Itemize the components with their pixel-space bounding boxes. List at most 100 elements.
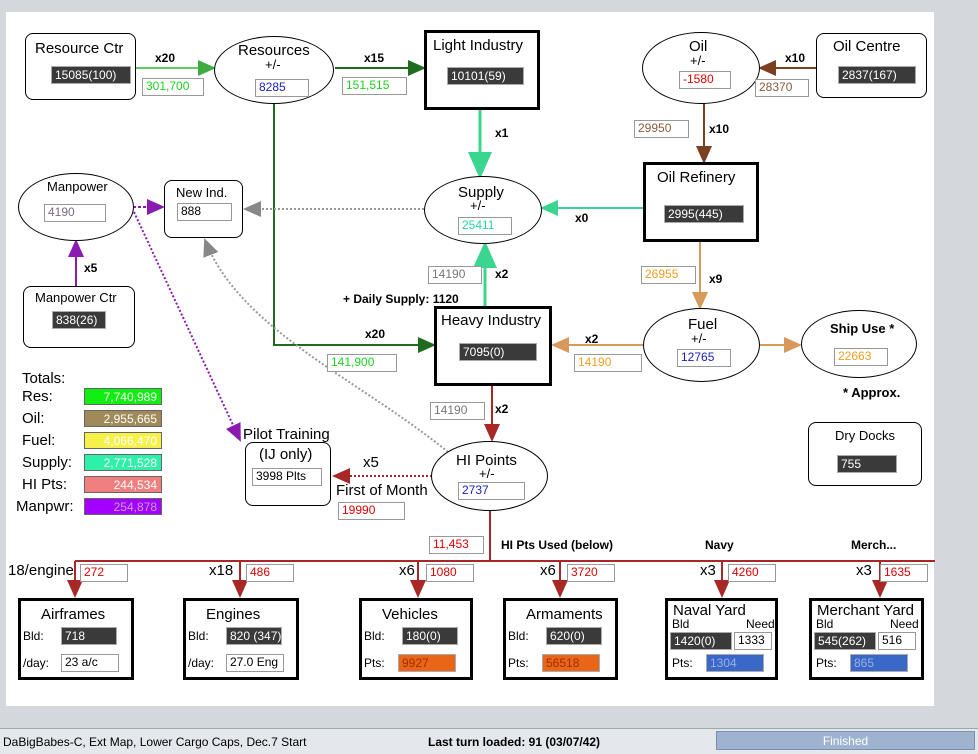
production-row2-value: 9927 — [398, 654, 456, 672]
production-row1-value: 718 — [61, 627, 117, 645]
oil-refinery-node[interactable]: Oil Refinery 2995(445) — [643, 162, 759, 242]
hi-points-value: 2737 — [458, 482, 525, 500]
oil-centre-node[interactable]: Oil Centre 2837(167) — [816, 33, 927, 98]
flow-value-res-hi: 141,900 — [327, 354, 397, 372]
totals-value: 244,534 — [84, 476, 162, 493]
hi-points-node[interactable]: HI Points +/- 2737 — [431, 441, 548, 511]
light-industry-value: 10101(59) — [447, 67, 524, 85]
new-ind-value: 888 — [177, 203, 232, 221]
production-row2-label: Pts: — [672, 656, 693, 670]
manpower-ctr-node[interactable]: Manpower Ctr 838(26) — [23, 286, 135, 348]
manpower-ctr-value: 838(26) — [52, 311, 106, 329]
production-title: Engines — [206, 606, 261, 623]
production-multiplier: x3 — [856, 562, 872, 579]
production-row2-label: Pts: — [816, 656, 837, 670]
flow-label-x9: x9 — [709, 272, 723, 286]
ship-use-node[interactable]: Ship Use * 22663 — [801, 310, 917, 378]
flow-value-pilot: 19990 — [338, 502, 405, 520]
merch-label: Merch... — [851, 538, 897, 552]
production-need-value: 1333 — [734, 632, 772, 650]
pilot-training-node[interactable]: (IJ only) 3998 Plts — [245, 442, 331, 506]
pilot-training-title: Pilot Training — [243, 426, 330, 443]
production-multiplier: x3 — [700, 562, 716, 579]
flow-value-hi-hip: 14190 — [430, 402, 485, 420]
production-title: Naval Yard — [673, 602, 746, 619]
daily-supply-label: + Daily Supply: 1120 — [343, 292, 459, 306]
fuel-value: 12765 — [677, 349, 731, 367]
oil-refinery-title: Oil Refinery — [657, 169, 736, 186]
production-row1-value: 820 (347) — [226, 627, 282, 645]
production-need-header: Need — [890, 617, 919, 631]
flow-value-res-li: 151,515 — [342, 77, 407, 95]
supply-node[interactable]: Supply +/- 25411 — [424, 176, 542, 244]
production-multiplier: x6 — [540, 562, 556, 579]
oil-node[interactable]: Oil +/- -1580 — [642, 32, 760, 104]
production-multiplier: x18 — [209, 562, 234, 579]
scenario-label: DaBigBabes-C, Ext Map, Lower Cargo Caps,… — [3, 735, 307, 749]
production-title: Armaments — [526, 606, 603, 623]
first-of-month-label: First of Month — [336, 482, 428, 499]
fuel-node[interactable]: Fuel +/- 12765 — [643, 308, 760, 382]
flow-value-oil-ref: 29950 — [634, 120, 689, 138]
progress-bar: Finished — [716, 731, 975, 750]
resource-ctr-value: 15085(100) — [51, 66, 131, 84]
flow-label-x0: x0 — [575, 211, 589, 225]
totals-heading: Totals: — [22, 370, 66, 387]
hi-used-total: 11,453 — [429, 536, 484, 554]
production-title: Merchant Yard — [817, 602, 914, 619]
production-row2-value: 865 — [850, 654, 908, 672]
production-multiplier: x6 — [399, 562, 415, 579]
flow-label-x20-heavy: x20 — [365, 327, 386, 341]
oil-centre-value: 2837(167) — [838, 66, 916, 84]
manpower-title: Manpower — [47, 179, 108, 194]
production-row1-label: Bld: — [188, 629, 209, 643]
totals-label: Manpwr: — [16, 498, 74, 515]
supply-value: 25411 — [458, 217, 512, 235]
production-row2-value: 56518 — [542, 654, 600, 672]
oil-value: -1580 — [679, 71, 731, 89]
light-industry-title: Light Industry — [433, 37, 524, 54]
flow-label-x5-man: x5 — [84, 261, 98, 275]
resources-value: 8285 — [255, 79, 309, 97]
manpower-node[interactable]: Manpower 4190 — [18, 173, 134, 241]
totals-value: 4,066,470 — [84, 432, 162, 449]
dry-docks-value: 755 — [837, 455, 897, 473]
flow-value-oilc: 28370 — [755, 79, 809, 97]
totals-label: Res: — [22, 388, 53, 405]
fuel-sub: +/- — [691, 331, 707, 346]
production-need-header: Need — [746, 617, 775, 631]
totals-label: Fuel: — [22, 432, 56, 449]
ship-use-title: Ship Use * — [830, 321, 895, 336]
manpower-value: 4190 — [44, 204, 106, 222]
flow-value-fuel-ref: 26955 — [641, 266, 696, 284]
light-industry-node[interactable]: Light Industry 10101(59) — [424, 30, 540, 110]
resource-ctr-node[interactable]: Resource Ctr 15085(100) — [25, 33, 136, 100]
production-row1-value: 620(0) — [546, 627, 602, 645]
production-row2-label: /day: — [23, 656, 50, 670]
production-row1-value: 180(0) — [402, 627, 458, 645]
production-row1-label: Bld: — [508, 629, 529, 643]
production-row1-label: Bld: — [23, 629, 44, 643]
new-ind-node[interactable]: New Ind. 888 — [164, 180, 243, 238]
production-bld-header: Bld — [672, 617, 690, 631]
oil-sub: +/- — [690, 53, 706, 68]
heavy-industry-node[interactable]: Heavy Industry 7095(0) — [434, 306, 552, 386]
production-bld-value: 545(262) — [814, 632, 876, 650]
production-title: Airframes — [41, 606, 106, 623]
dry-docks-node[interactable]: Dry Docks 755 — [808, 422, 922, 486]
hi-points-title: HI Points — [456, 452, 517, 469]
production-hi-points: 272 — [80, 564, 128, 582]
resources-sub: +/- — [265, 57, 281, 72]
flow-label-x10-ref: x10 — [709, 122, 730, 136]
resources-node[interactable]: Resources +/- 8285 — [214, 36, 334, 104]
new-ind-title: New Ind. — [176, 185, 228, 200]
hi-points-sub: +/- — [479, 466, 495, 481]
fuel-title: Fuel — [688, 316, 718, 333]
